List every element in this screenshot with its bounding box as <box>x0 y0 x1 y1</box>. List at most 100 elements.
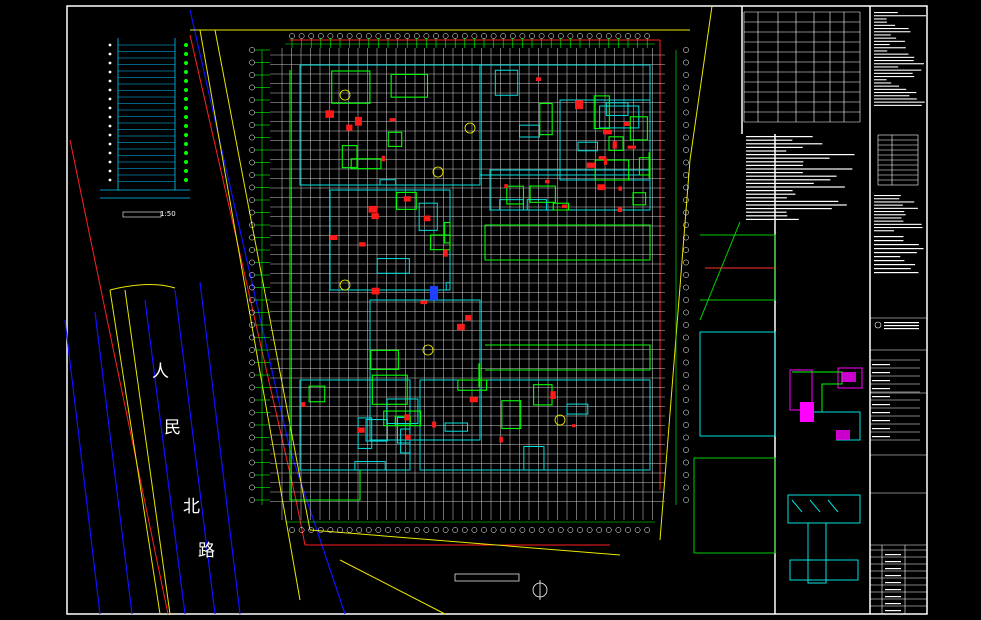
axis-bubble-right <box>683 259 689 266</box>
axis-bubble-right <box>683 422 689 428</box>
note-line <box>874 95 910 97</box>
room-outline <box>478 363 481 388</box>
axis-bubble-left <box>249 322 255 328</box>
room-outline <box>552 202 570 211</box>
road-label-char-1: 人 <box>152 362 169 382</box>
outer-wall <box>289 70 361 501</box>
axis-bubble-left <box>249 409 255 416</box>
axis-bubble-left <box>249 472 255 478</box>
column <box>469 396 478 403</box>
title-line <box>885 610 901 612</box>
title-line <box>872 364 890 366</box>
column <box>623 122 631 126</box>
note-line <box>874 34 891 36</box>
note-line <box>874 264 916 266</box>
axis-bubble-right <box>683 247 689 253</box>
column <box>550 391 556 400</box>
column <box>443 249 448 257</box>
note-line <box>874 15 926 17</box>
note-line <box>874 50 888 52</box>
room-outline <box>539 102 553 136</box>
column <box>504 184 508 188</box>
axis-bubble-left <box>249 172 255 178</box>
note-line <box>874 104 922 106</box>
corridor-outline <box>484 224 651 261</box>
note-line <box>746 204 847 206</box>
room-outline <box>308 385 326 403</box>
axis-bubble-left <box>249 497 255 503</box>
room-outline <box>593 95 610 130</box>
note-line <box>874 272 919 274</box>
column <box>371 213 379 220</box>
room-outline <box>566 403 589 415</box>
axis-bubble-left <box>249 297 255 303</box>
room-outline <box>629 116 648 141</box>
axis-bubble-left <box>249 122 255 128</box>
axis-bubble-left <box>249 334 255 341</box>
title-line <box>872 396 890 398</box>
column <box>432 421 437 428</box>
axis-bubble-left <box>249 84 255 91</box>
note-line <box>746 168 853 170</box>
axis-bubble-right <box>683 222 689 228</box>
axis-bubble-left <box>249 484 255 491</box>
note-line <box>746 182 814 184</box>
axis-bubble-right <box>683 159 689 166</box>
note-line <box>874 24 896 26</box>
elevation-level-mark <box>184 88 188 92</box>
elevation-level-mark <box>108 151 112 155</box>
column <box>618 186 622 191</box>
title-line <box>885 582 901 584</box>
axis-bubble-bottom <box>289 527 295 533</box>
note-line <box>746 172 803 174</box>
detail-markers <box>339 89 566 426</box>
axis-bubble-bottom <box>423 527 430 533</box>
room-outline <box>605 102 629 116</box>
detail-drawing-2 <box>787 494 861 584</box>
elevation-level-mark <box>108 142 112 146</box>
axis-bubbles <box>249 33 689 533</box>
note-line <box>874 236 904 238</box>
column <box>420 300 428 305</box>
column <box>597 184 605 191</box>
note-line <box>874 204 903 206</box>
note-line <box>874 260 905 262</box>
elevation-level-mark <box>184 124 188 128</box>
wall-outlines <box>299 64 651 471</box>
axis-bubble-bottom <box>596 527 603 533</box>
room-outline <box>501 400 522 430</box>
note-line <box>746 154 855 156</box>
room-outline <box>632 192 647 206</box>
elevation-level-mark <box>108 133 112 137</box>
elevation-level-mark <box>184 97 188 101</box>
note-line <box>874 223 922 225</box>
title-line <box>872 372 890 374</box>
axis-bubble-bottom <box>308 527 315 533</box>
elevation-level-mark <box>184 52 188 56</box>
axis-bubble-left <box>249 359 255 366</box>
axis-bubble-bottom <box>327 527 334 533</box>
axis-bubble-bottom <box>605 527 612 533</box>
note-line <box>874 40 905 42</box>
axis-bubble-bottom <box>433 527 439 533</box>
note-line <box>874 76 915 78</box>
note-line <box>874 195 901 197</box>
room-outline <box>400 428 411 454</box>
axis-bubble-right <box>683 434 689 441</box>
elevation-level-marks <box>108 43 188 182</box>
note-line <box>746 143 823 145</box>
elevation-level-mark <box>184 178 188 182</box>
room-outline <box>430 234 451 251</box>
note-line <box>874 44 890 46</box>
note-line <box>746 161 804 163</box>
axis-bubble-bottom <box>567 527 574 533</box>
column <box>359 242 366 247</box>
elevation-scale-label: 1:50 <box>160 210 176 218</box>
note-line <box>874 227 923 229</box>
axis-bubble-bottom <box>577 527 583 533</box>
axis-bubble-left <box>249 72 255 78</box>
axis-bubble-bottom <box>471 527 478 533</box>
note-line <box>874 53 909 55</box>
column <box>603 158 608 165</box>
axis-bubble-right <box>683 134 689 141</box>
